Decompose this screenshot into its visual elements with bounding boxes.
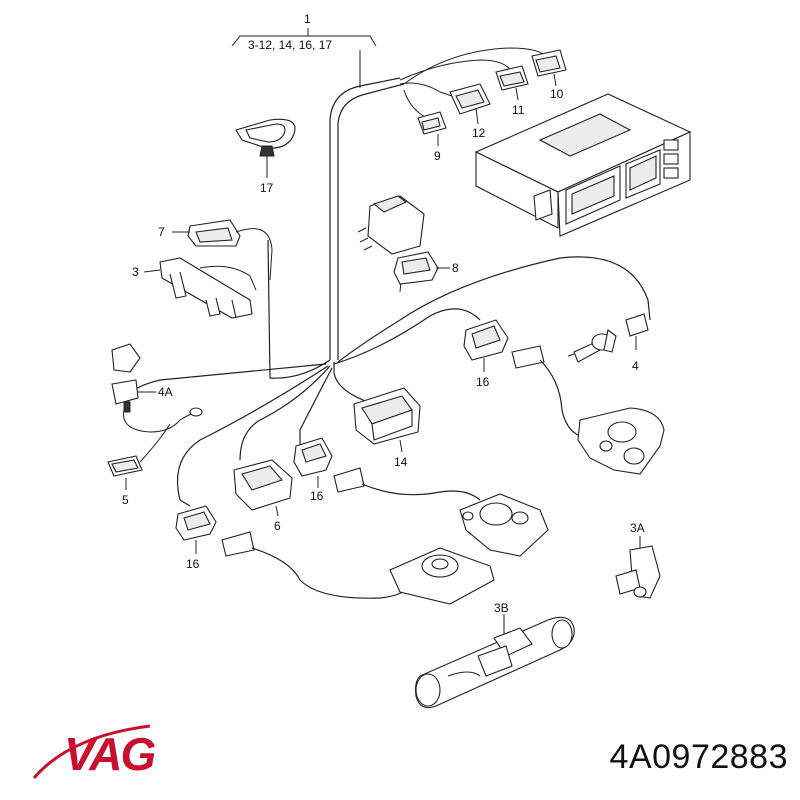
connector-16-middle [293,437,333,488]
sensor-3b-duct [414,614,575,709]
connector-5 [107,423,171,490]
callout-16-lower-label: 16 [186,557,200,571]
connector-11 [495,65,529,101]
flap-actuator-lower [221,531,495,605]
connector-14 [353,387,421,453]
callout-12-label: 12 [472,126,486,140]
flap-actuator-center [333,467,549,557]
cable-tie-17 [235,118,296,178]
vag-logo: VAG [32,724,157,780]
connector-8 [393,251,450,285]
connector-9 [417,111,447,146]
connector-7 [172,219,273,281]
callout-4-label: 4 [632,359,639,373]
callout-9-label: 9 [434,149,441,163]
logo-swoosh [32,724,151,779]
callout-16-upper-label: 16 [476,375,490,389]
flap-actuator-right [511,345,665,475]
callout-16-middle-label: 16 [310,489,324,503]
callout-5-label: 5 [122,493,129,507]
callout-17-label: 17 [260,181,274,195]
sensor-3a [615,536,661,599]
connector-6 [233,459,293,517]
connector-10 [531,49,567,87]
callout-8-label: 8 [452,261,459,275]
callout-7-label: 7 [158,225,165,239]
logo-text: VAG [64,728,155,780]
callout-11-label: 11 [512,103,525,117]
part-number: 4A0972883 [609,738,788,776]
connector-12 [449,83,491,125]
callout-1-range-label: 3-12, 14, 16, 17 [248,38,332,52]
connector-16-upper [463,319,509,372]
callout-4a-label: 4A [158,385,173,399]
connector-16-lower [175,505,217,554]
callout-6-label: 6 [274,519,281,533]
callout-3-label: 3 [132,265,139,279]
callout-10-label: 10 [550,87,564,101]
callout-14-label: 14 [394,455,408,469]
relay-module [357,195,425,255]
temperature-sensor-4 [567,313,649,363]
bracket-3 [143,257,257,319]
callout-1-bracket [231,28,377,88]
callout-1-label: 1 [304,12,311,26]
callout-3a-label: 3A [630,521,645,535]
climate-control-unit [474,93,692,237]
callout-3b-label: 3B [494,601,509,615]
connector-4a [111,343,203,433]
